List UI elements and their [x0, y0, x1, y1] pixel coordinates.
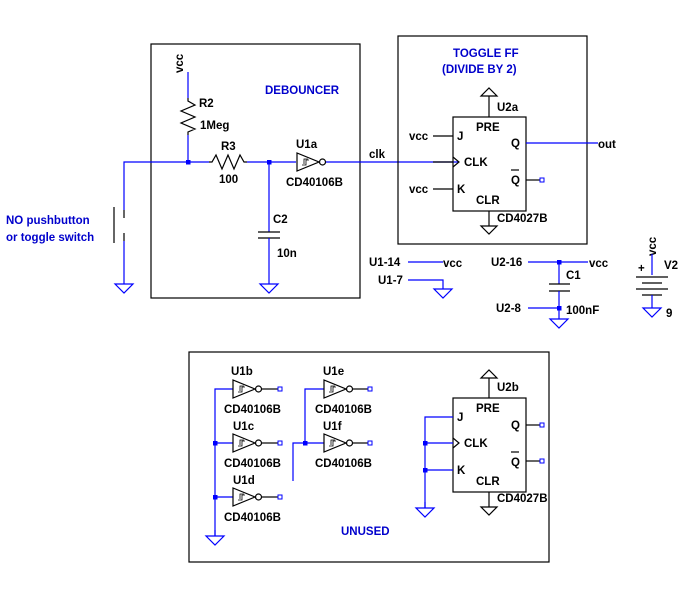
u2b-pin-qbar: Q — [511, 457, 520, 469]
v2-name: V2 — [664, 260, 678, 272]
r2-value: 1Meg — [200, 120, 229, 132]
unused-title: UNUSED — [341, 526, 390, 538]
u1f-part: CD40106B — [315, 458, 372, 470]
vcc-label-r2: vcc — [174, 53, 186, 73]
inverter-u1e — [323, 379, 354, 399]
u1b-name: U1b — [231, 366, 253, 378]
toggle-ff-box — [397, 35, 588, 245]
u1a-name: U1a — [296, 139, 318, 151]
debouncer-title: DEBOUNCER — [265, 85, 340, 97]
u2b-pin-clk: CLK — [464, 438, 488, 450]
resistor-r2 — [179, 98, 197, 135]
u1c-part: CD40106B — [224, 458, 281, 470]
u2b-pin-clr: CLR — [476, 476, 500, 488]
debouncer-box — [150, 43, 361, 299]
inverter-u1d — [232, 487, 263, 507]
u2-16-label: U2-16 — [491, 257, 522, 269]
pushbutton-label-1: NO pushbutton — [6, 215, 90, 227]
inverter-u1b — [232, 379, 263, 399]
u2-16-vcc: vcc — [589, 258, 609, 270]
r3-name: R3 — [221, 141, 236, 153]
u1-14-label: U1-14 — [369, 257, 401, 269]
clk-net-label: clk — [369, 149, 386, 161]
r3-value: 100 — [219, 174, 238, 186]
u2b-pin-j: J — [457, 412, 463, 424]
u2a-vcc-j: vcc — [409, 131, 429, 143]
u2a-pin-clk: CLK — [464, 157, 488, 169]
v2-vcc-label: vcc — [647, 236, 659, 256]
resistor-r3 — [209, 153, 247, 171]
u2a-part: CD4027B — [497, 213, 548, 225]
c1-name: C1 — [566, 270, 581, 282]
u1d-part: CD40106B — [224, 512, 281, 524]
u2b-name: U2b — [497, 382, 519, 394]
u1f-name: U1f — [323, 421, 342, 433]
c1-value: 100nF — [566, 305, 599, 317]
v2-plus: + — [638, 263, 645, 275]
inverter-u1a — [296, 152, 327, 172]
u1e-part: CD40106B — [315, 404, 372, 416]
u2b-pin-q: Q — [511, 420, 520, 432]
pushbutton-label-2: or toggle switch — [6, 232, 94, 244]
u1a-part: CD40106B — [286, 177, 343, 189]
junction-r2 — [186, 160, 191, 165]
toggle-title-1: TOGGLE FF — [453, 48, 519, 60]
c2-value: 10n — [277, 248, 297, 260]
u2a-pin-k: K — [457, 184, 466, 196]
u2b-pin-k: K — [457, 465, 466, 477]
u1e-name: U1e — [323, 366, 344, 378]
u2a-pin-pre: PRE — [476, 122, 500, 134]
u2a-vcc-k: vcc — [409, 184, 429, 196]
r2-name: R2 — [199, 98, 214, 110]
u1-14-vcc: vcc — [443, 258, 463, 270]
out-net-label: out — [598, 139, 616, 151]
v2-value: 9 — [666, 308, 672, 320]
u2a-pin-qbar: Q — [511, 175, 520, 187]
u1d-name: U1d — [233, 475, 255, 487]
u1b-part: CD40106B — [224, 404, 281, 416]
u2a-pin-q: Q — [511, 138, 520, 150]
u2b-pin-pre: PRE — [476, 403, 500, 415]
u2a-name: U2a — [497, 102, 519, 114]
toggle-title-2: (DIVIDE BY 2) — [442, 64, 517, 76]
u2a-pin-clr: CLR — [476, 195, 500, 207]
u2a-pin-j: J — [457, 131, 463, 143]
inverter-u1c — [232, 433, 263, 453]
unused-box — [188, 351, 550, 563]
u1-7-label: U1-7 — [378, 275, 403, 287]
u2-8-label: U2-8 — [496, 303, 522, 315]
inverter-u1f — [323, 433, 354, 453]
u2b-part: CD4027B — [497, 493, 548, 505]
u1c-name: U1c — [233, 421, 255, 433]
c2-name: C2 — [273, 214, 288, 226]
junction-u2-8 — [557, 306, 562, 311]
